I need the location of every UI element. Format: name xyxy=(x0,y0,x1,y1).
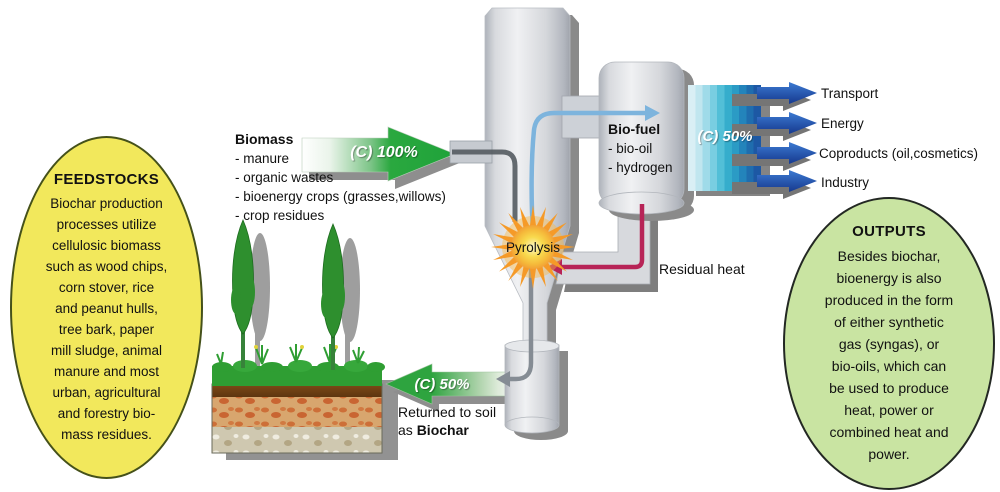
outputs-title: OUTPUTS xyxy=(852,222,926,240)
residual-heat-line xyxy=(547,204,645,275)
tree-shadow xyxy=(250,233,360,368)
output-label-energy: Energy xyxy=(821,116,864,131)
biomass-title: Biomass xyxy=(235,131,294,147)
grass xyxy=(212,360,385,386)
pyrolysis-label: Pyrolysis xyxy=(505,240,560,255)
soil-illustration xyxy=(211,219,398,460)
output-arrow xyxy=(732,170,817,199)
outputs-body: Besides biochar, bioenergy is also produ… xyxy=(824,247,954,462)
biofuel-item: - bio-oil xyxy=(608,141,653,156)
vapor-flow-line xyxy=(529,105,660,233)
char-outflow-line xyxy=(496,258,534,387)
tree xyxy=(231,219,255,368)
output-arrow xyxy=(732,142,817,171)
carbon-50-biochar-label: (C) 50% xyxy=(414,376,470,393)
feed-line xyxy=(452,149,518,222)
returned-to-soil-label: Returned to soil as Biochar xyxy=(398,403,496,439)
output-arrows xyxy=(732,82,817,199)
biofuel-list: Bio-fuel - bio-oil - hydrogen xyxy=(608,119,673,177)
output-arrow xyxy=(732,112,817,141)
residual-heat-label: Residual heat xyxy=(659,261,745,277)
feedstocks-title: FEEDSTOCKS xyxy=(53,170,160,188)
biochar-return-arrow xyxy=(385,363,517,412)
biomass-item: - manure xyxy=(235,151,290,166)
returned-line1: Returned to soil xyxy=(398,404,497,420)
carbon-100-label: (C) 100% xyxy=(350,144,418,161)
returned-prefix: as xyxy=(398,422,413,438)
biofuel-item: - hydrogen xyxy=(608,160,673,175)
biofuel-title: Bio-fuel xyxy=(608,121,661,137)
biomass-list: Biomass - manure - organic wastes - bioe… xyxy=(235,129,446,225)
biofuel-vessel xyxy=(598,61,685,215)
biomass-item: - bioenergy crops (grasses,willows) xyxy=(235,189,446,204)
tree xyxy=(321,223,345,370)
carbon-50-biofuel-label: (C) 50% xyxy=(697,128,753,145)
output-label-transport: Transport xyxy=(821,86,879,101)
returned-line2: as Biochar xyxy=(398,421,496,439)
biomass-input-arrow xyxy=(301,126,462,189)
output-arrow xyxy=(732,82,817,111)
output-label-industry: Industry xyxy=(821,175,870,190)
biochar-collector-vessel xyxy=(504,339,568,440)
returned-biochar: Biochar xyxy=(416,422,469,438)
output-label-coproducts: Coproducts (oil,cosmetics) xyxy=(819,146,979,161)
outputs-bubble: OUTPUTS Besides biochar, bioenergy is al… xyxy=(783,197,995,490)
pyrolysis-starburst xyxy=(491,205,575,289)
biomass-item: - crop residues xyxy=(235,208,325,223)
feedstocks-bubble: FEEDSTOCKS Biochar production processes … xyxy=(10,136,203,479)
feedstocks-body: Biochar production processes utilize cel… xyxy=(45,195,168,442)
biomass-item: - organic wastes xyxy=(235,170,334,185)
